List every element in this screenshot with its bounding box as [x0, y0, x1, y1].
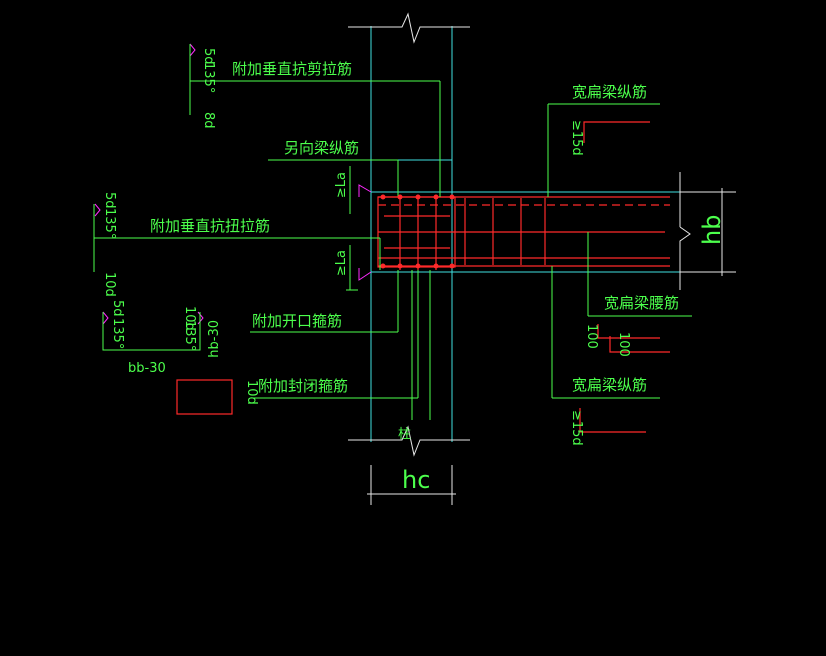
- dim-hook-5d-1: 5d: [201, 48, 216, 65]
- break-lines: [348, 12, 736, 505]
- label-add-open-stirrup: 附加开口箍筋: [252, 312, 342, 330]
- label-add-shear-tie: 附加垂直抗剪拉筋: [232, 60, 352, 78]
- dim-open-10d: 10d: [182, 306, 197, 331]
- dim-la-bot: ≥La: [334, 250, 349, 276]
- dim-hook-135-2: 135°: [102, 208, 117, 239]
- column-outline: [365, 26, 680, 442]
- dim-100-2: 100: [616, 332, 631, 357]
- dim-hook-135-1: 135°: [201, 62, 216, 93]
- label-wide-beam-long-top: 宽扁梁纵筋: [572, 83, 647, 101]
- label-add-closed-stirrup: 附加封闭箍筋: [258, 377, 348, 395]
- leader-lines: [93, 44, 692, 420]
- bar-details: [176, 121, 670, 433]
- rebar-dots: [380, 194, 455, 269]
- dim-15d-top: ≥15d: [569, 120, 584, 156]
- dim-100-1: 100: [584, 324, 599, 349]
- dim-15d-bot: ≥15d: [569, 410, 584, 446]
- dim-bb30-horz: bb-30: [128, 361, 166, 376]
- label-wide-beam-waist: 宽扁梁腰筋: [604, 294, 679, 312]
- dim-la-top: ≥La: [334, 172, 349, 198]
- label-wide-beam-long-bot: 宽扁梁纵筋: [572, 376, 647, 394]
- dim-hook-8d: 8d: [201, 112, 216, 129]
- label-other-beam-long: 另向梁纵筋: [284, 139, 359, 157]
- dim-closed-10d: 10d: [244, 380, 259, 405]
- dim-hook-10d-1: 10d: [102, 272, 117, 297]
- rebar-cage: [377, 195, 670, 270]
- dim-open-5d: 5d: [110, 300, 125, 317]
- dim-hc: hc: [402, 466, 430, 494]
- dim-open-135-r: 135°: [182, 320, 197, 351]
- dim-hb: hb: [698, 215, 726, 245]
- dim-bb30-vert: hb-30: [207, 320, 222, 358]
- label-add-torsion-tie: 附加垂直抗扭拉筋: [150, 217, 270, 235]
- dim-open-135-l: 135°: [110, 318, 125, 349]
- anchor-hooks: [94, 43, 372, 325]
- dim-hook-5d-2: 5d: [102, 192, 117, 209]
- dim-column: 柱: [398, 427, 411, 442]
